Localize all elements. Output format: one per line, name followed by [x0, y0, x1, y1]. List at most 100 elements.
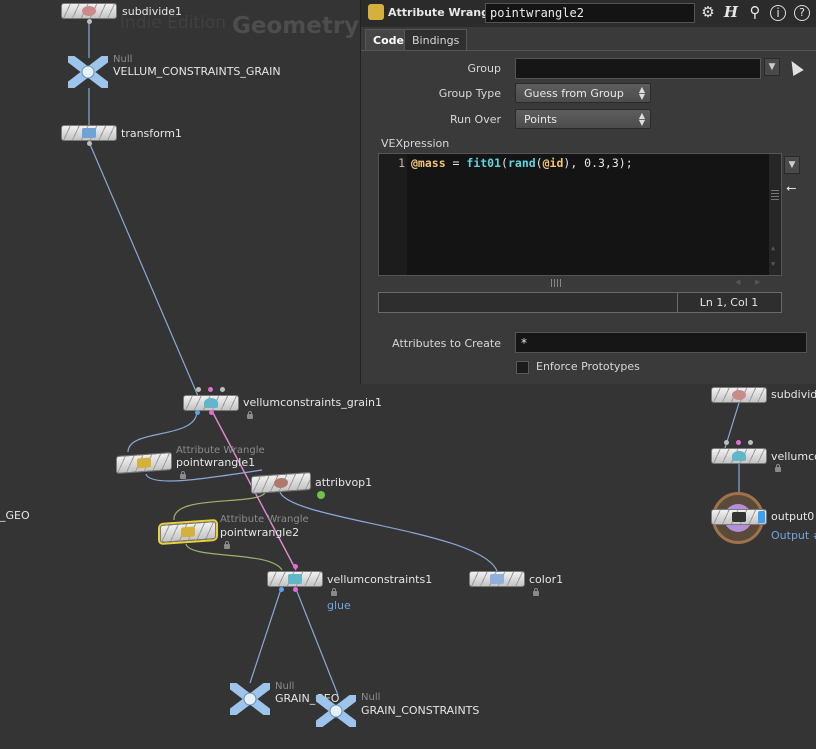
node-label: _GEO [0, 509, 30, 522]
wrangle-icon [181, 526, 195, 538]
input-dot [736, 440, 741, 445]
node-output0[interactable] [711, 509, 767, 525]
input-dot [220, 387, 225, 392]
node-label: vellumco [771, 450, 816, 463]
pane-titlebar: Attribute Wrangle pointwrangle2 ⚙ H ⚲ i … [361, 0, 816, 27]
input-dot [208, 387, 213, 392]
null-node-icon[interactable] [230, 683, 270, 715]
status-flag-icon [317, 491, 325, 499]
output-dot [209, 410, 214, 415]
node-comment: Output #0 [771, 529, 816, 542]
tab-divider [361, 50, 816, 51]
node-name-field[interactable]: pointwrangle2 [485, 3, 695, 23]
node-label: transform1 [121, 127, 182, 140]
node-label: pointwrangle2 [220, 526, 300, 539]
info-icon[interactable]: i [770, 5, 786, 21]
group-type-value: Guess from Group [524, 87, 624, 100]
wire-vop-pw2 [173, 492, 266, 521]
enforce-prototypes-checkbox[interactable] [516, 361, 529, 374]
node-vellumconstraints1[interactable] [267, 571, 323, 587]
vex-code-editor[interactable]: 1 @mass = fit01(rand(@id), 0.3,3); ▲ ▼ [378, 153, 782, 276]
vellum-icon [288, 574, 302, 584]
help-h-icon[interactable]: H [723, 3, 739, 21]
hscroll-left-icon[interactable]: ◀ [735, 278, 741, 286]
code-tools-icon[interactable]: ⭠ [786, 181, 797, 196]
group-field[interactable] [515, 58, 761, 79]
node-subdivide1[interactable] [61, 3, 117, 19]
search-icon[interactable]: ⚲ [749, 3, 761, 21]
wire-vop-color [279, 491, 498, 572]
output-dot [293, 587, 298, 592]
input-dot [196, 387, 201, 392]
lock-icon [180, 471, 186, 479]
node-vellum-right[interactable] [711, 448, 767, 464]
display-flag[interactable] [758, 511, 765, 523]
hscroll-right-icon[interactable]: ▶ [755, 278, 761, 286]
input-dot [748, 440, 753, 445]
node-label: attribvop1 [315, 476, 373, 489]
wire-vellum-grain-geo [249, 588, 282, 684]
node-label: color1 [529, 573, 564, 586]
input-dot [293, 564, 298, 569]
run-over-menu[interactable]: Points ▲▼ [515, 109, 651, 129]
wire-grain-pw1 [127, 410, 198, 453]
wire-pw2-vellum [185, 543, 283, 571]
subdivide-icon [732, 390, 746, 400]
output-dot [87, 141, 92, 146]
hscroll-grip-icon[interactable] [551, 279, 563, 287]
output-dot [279, 587, 284, 592]
updown-arrow-icon: ▲▼ [638, 111, 645, 127]
code-token: ), 0.3,3); [563, 156, 633, 170]
lock-icon [331, 588, 337, 596]
help-icon[interactable]: ? [794, 5, 810, 21]
group-dropdown-button[interactable]: ▼ [764, 58, 780, 76]
node-label: GRAIN_CONSTRAINTS [361, 704, 480, 717]
vop-icon [274, 477, 288, 489]
scroll-up-icon[interactable]: ▲ [771, 244, 776, 252]
status-separator [677, 293, 678, 312]
node-color1[interactable] [469, 571, 525, 587]
gear-icon[interactable]: ⚙ [701, 3, 715, 21]
attributes-to-create-field[interactable]: * [515, 332, 807, 353]
code-token: ( [501, 156, 508, 170]
node-label: pointwrangle1 [176, 456, 256, 469]
node-label: vellumconstraints1 [327, 573, 433, 586]
node-vellumconstraints-grain1[interactable] [183, 395, 239, 411]
transform-icon [82, 128, 96, 138]
scroll-grip-icon [771, 190, 779, 200]
tab-code[interactable]: Code [365, 29, 412, 51]
group-type-menu[interactable]: Guess from Group▲▼ [515, 83, 651, 103]
group-label: Group [467, 62, 502, 75]
run-over-value: Points [524, 113, 558, 126]
node-label: subdivide [771, 388, 816, 401]
scroll-down-icon[interactable]: ▼ [771, 260, 776, 268]
output-icon [732, 512, 746, 522]
code-scrollbar[interactable]: ▲ ▼ [769, 154, 781, 275]
null-node-icon[interactable] [316, 695, 356, 727]
node-comment: glue [327, 599, 351, 612]
wrangle-icon [137, 457, 151, 469]
code-line: @mass = fit01(rand(@id), 0.3,3); [411, 156, 633, 170]
node-subdivide-right[interactable] [711, 387, 767, 403]
wire-transform-grain [88, 141, 199, 397]
lock-icon [775, 464, 781, 472]
code-menu-button[interactable]: ▼ [784, 156, 800, 174]
node-type: Attribute Wrangle [220, 514, 309, 525]
vellum-icon [204, 398, 218, 408]
line-number: 1 [398, 156, 405, 170]
output-dot [195, 410, 200, 415]
select-arrow-icon[interactable] [786, 57, 804, 77]
context-watermark: Geometry [232, 13, 360, 39]
node-label: vellumconstraints_grain1 [243, 396, 382, 409]
parameter-pane: Attribute Wrangle pointwrangle2 ⚙ H ⚲ i … [360, 0, 816, 384]
node-transform1[interactable] [61, 125, 117, 141]
editor-status-bar: Ln 1, Col 1 [378, 292, 782, 313]
tab-bindings[interactable]: Bindings [404, 29, 468, 51]
lock-icon [224, 541, 230, 549]
null-node-icon[interactable] [68, 56, 108, 88]
wire-vellum-grain-cons [295, 588, 339, 696]
color-icon [490, 574, 504, 584]
attributes-to-create-label: Attributes to Create [392, 337, 501, 350]
node-type-label: Attribute Wrangle [388, 6, 501, 19]
